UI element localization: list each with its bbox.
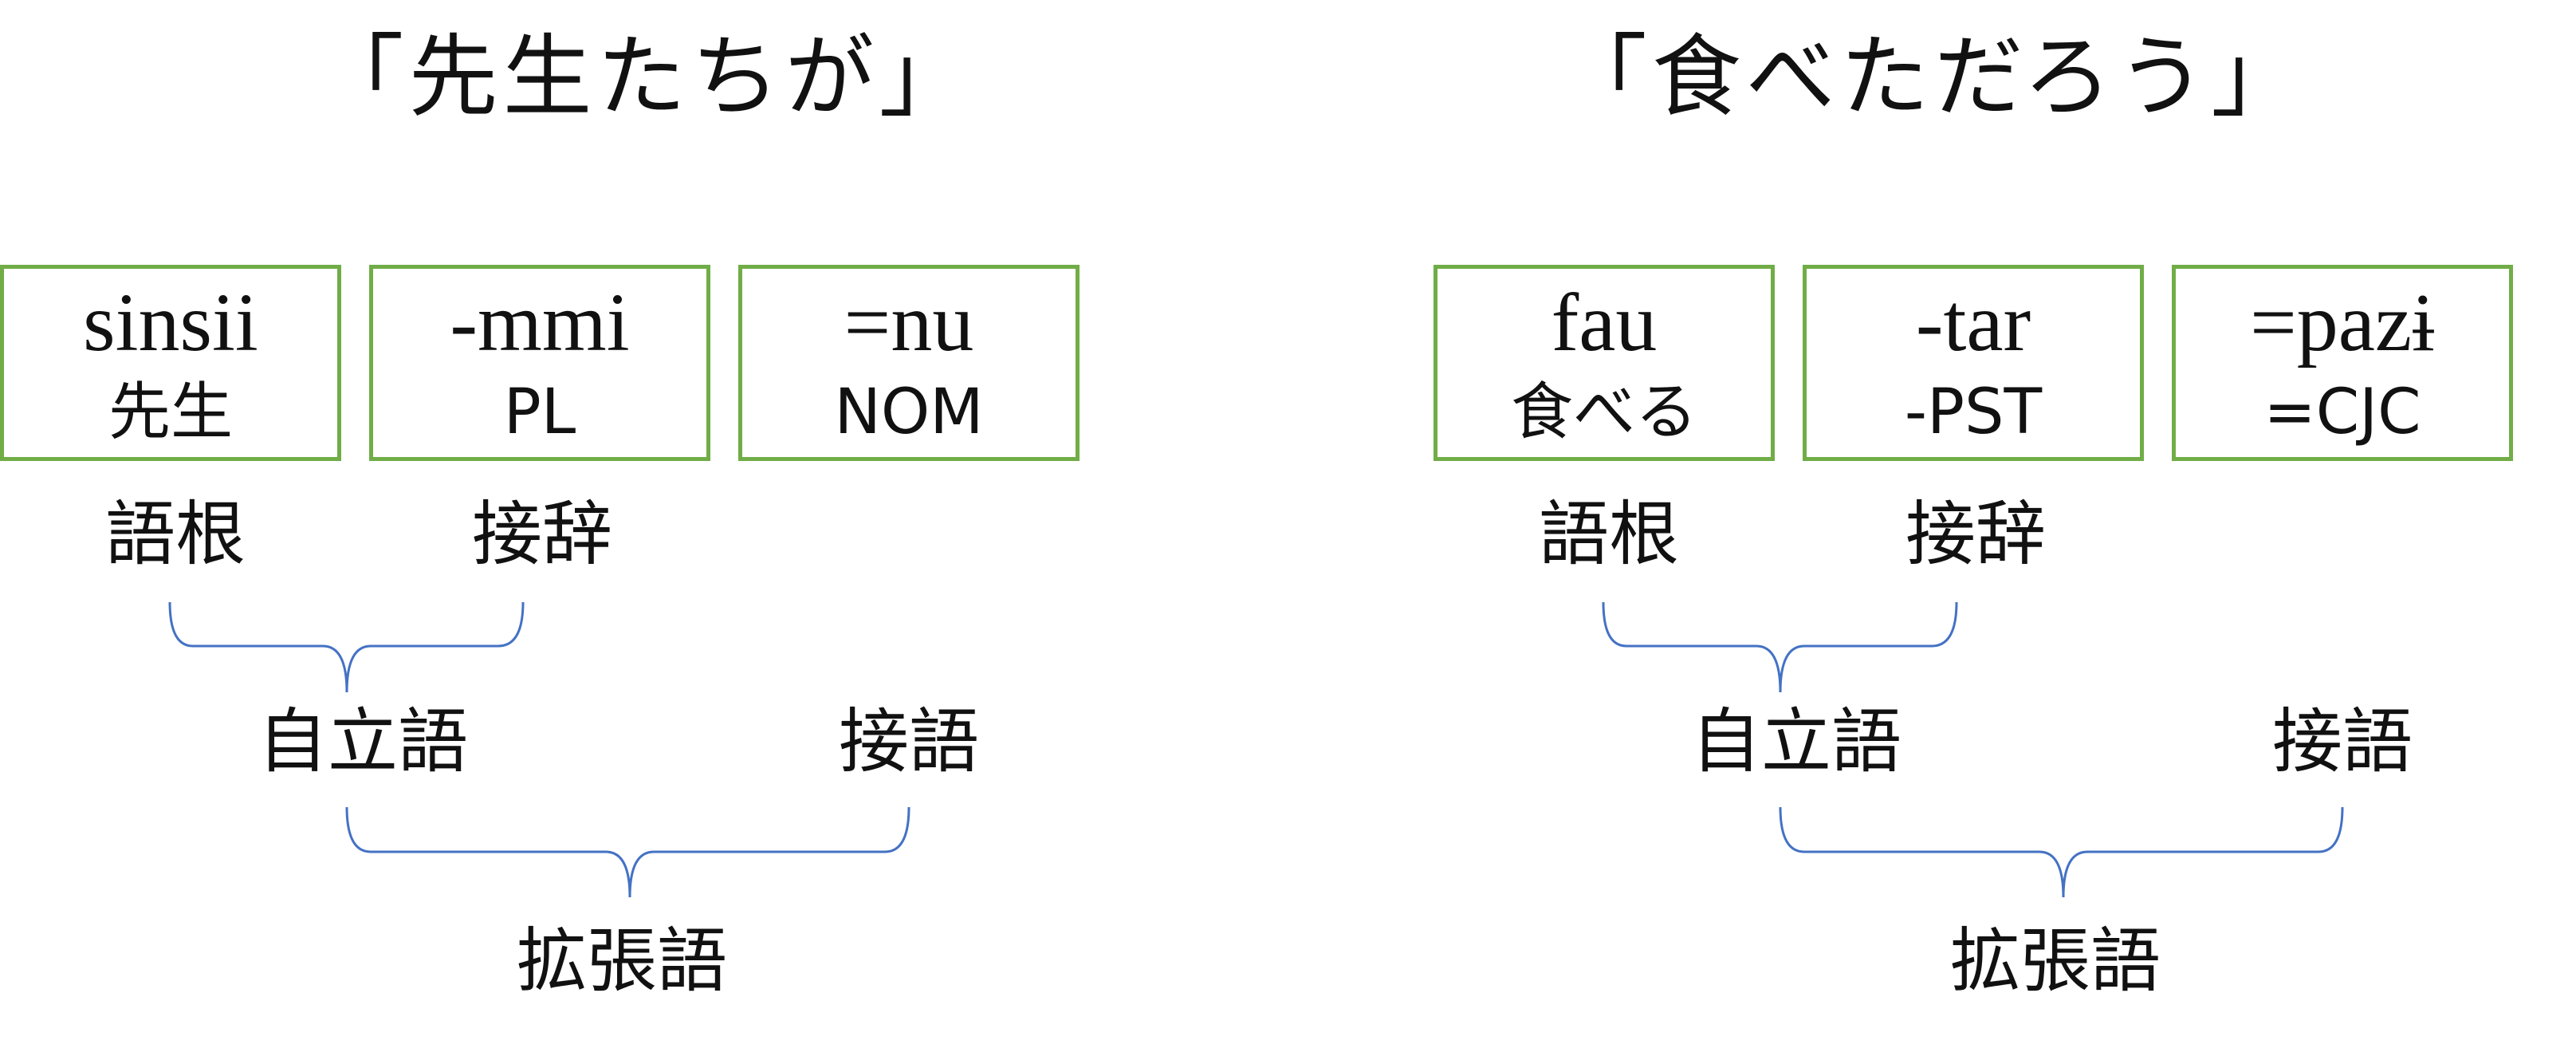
morpheme-gloss: 食べる — [1510, 376, 1697, 448]
morpheme-gloss: 先生 — [108, 376, 233, 448]
morpheme-gloss: -PST — [1904, 376, 2043, 448]
bracket-root-affix — [168, 601, 525, 693]
morpheme-box-clitic: =nu NOM — [738, 265, 1080, 461]
morpheme-form: =nu — [844, 277, 974, 368]
bracket-independent-clitic — [345, 806, 910, 898]
morpheme-box-root: sinsii 先生 — [0, 265, 341, 461]
morpheme-gloss: PL — [503, 376, 576, 448]
label-independent-word: 自立語 — [257, 700, 468, 782]
morpheme-box-affix: -mmi PL — [369, 265, 710, 461]
morpheme-form: sinsii — [83, 277, 258, 368]
label-root: 語根 — [104, 493, 246, 575]
bracket-independent-clitic — [1779, 806, 2344, 898]
morpheme-gloss: =CJC — [2263, 376, 2421, 448]
diagram-title: 「食べただろう」 — [1557, 26, 2306, 129]
label-affix: 接辞 — [1905, 493, 2046, 575]
bracket-lines — [1602, 601, 2344, 898]
morpheme-form: -mmi — [450, 277, 630, 368]
morpheme-form: =pazɨ — [2250, 277, 2435, 368]
diagram-title: 「先生たちが」 — [314, 26, 973, 129]
diagram-tabeta-darou: 「食べただろう」 fau 食べる -tar -PST =pazɨ =CJC 語根… — [1288, 0, 2575, 1056]
label-extended-word: 拡張語 — [1949, 920, 2161, 1002]
label-clitic: 接語 — [2271, 700, 2413, 782]
label-extended-word: 拡張語 — [516, 920, 727, 1002]
morpheme-box-affix: -tar -PST — [1803, 265, 2144, 461]
label-clitic: 接語 — [838, 700, 979, 782]
diagram-sensei-tachi-ga: 「先生たちが」 sinsii 先生 -mmi PL =nu NOM 語根 接辞 … — [0, 26, 1080, 1002]
morpheme-box-clitic: =pazɨ =CJC — [2172, 265, 2513, 461]
morpheme-form: fau — [1551, 277, 1658, 368]
label-independent-word: 自立語 — [1690, 700, 1902, 782]
bracket-lines — [168, 601, 910, 898]
label-affix: 接辞 — [471, 493, 612, 575]
morpheme-gloss: NOM — [834, 376, 984, 448]
morpheme-box-root: fau 食べる — [1434, 265, 1775, 461]
label-root: 語根 — [1538, 493, 1679, 575]
morpheme-form: -tar — [1915, 277, 2031, 368]
bracket-root-affix — [1602, 601, 1958, 693]
